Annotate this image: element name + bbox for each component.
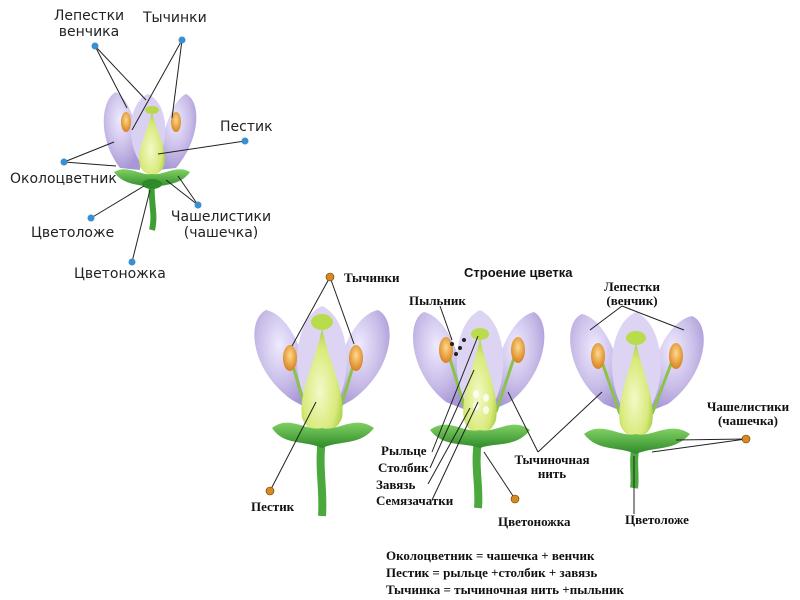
formula-stamen: Тычинка = тычиночная нить +пыльник	[386, 582, 624, 597]
flower-1-stigma	[145, 106, 159, 114]
flower-2c	[570, 312, 704, 489]
flower-2c-sepals	[584, 428, 690, 454]
flower-2b-petal-left	[413, 312, 467, 410]
label-stamens-1: Тычинки	[143, 10, 207, 26]
flower-1-anther-left	[121, 112, 131, 132]
flower-2b	[413, 310, 545, 509]
label-pedicel-1: Цветоножка	[74, 266, 166, 282]
flower-2a	[254, 306, 390, 517]
flower-2b-pollen	[450, 338, 466, 356]
label-style-2: Столбик	[378, 460, 429, 475]
formula-pistil: Пестик = рыльце +столбик + завязь	[386, 565, 598, 580]
flower-1-petal-right	[158, 94, 197, 170]
label-petals-2: Лепестки (венчик)	[604, 279, 660, 308]
flower-2a-petal-left	[254, 310, 311, 410]
flower-2a-pistil	[301, 328, 343, 433]
formula-perianth: Околоцветник = чашечка + венчик	[386, 548, 595, 563]
label-pistil-1: Пестик	[220, 119, 273, 135]
label-pedicel-2: Цветоножка	[498, 514, 571, 529]
flower-1-receptacle	[142, 179, 162, 189]
flower-2-leaders	[269, 276, 747, 514]
flower-1-leaders	[63, 39, 246, 263]
label-anther-2: Пыльник	[409, 293, 466, 308]
label-ovules-2: Семязачатки	[376, 493, 454, 508]
flower-1-anther-right	[171, 112, 181, 132]
label-stamens-2: Тычинки	[344, 270, 400, 285]
flower-1-pistil	[139, 112, 165, 175]
flower-2b-sepals	[430, 424, 530, 448]
flower-1-stem	[148, 181, 157, 231]
label-petals-1: Лепестки венчика	[53, 8, 125, 40]
flower-2-leader-dots	[265, 272, 751, 504]
flower-1-petal-left	[103, 92, 141, 170]
flower-2a-sepals	[272, 422, 374, 448]
label-sepals-2: Чашелистики (чашечка)	[706, 399, 790, 428]
flower-1-leader-dots	[60, 36, 249, 266]
label-ovary-2: Завязь	[376, 477, 416, 492]
label-receptacle-1: Цветоложе	[31, 225, 115, 241]
label-sepals-1: Чашелистики (чашечка)	[170, 209, 272, 241]
label-filament-2: Тычиночная нить	[514, 452, 590, 481]
label-perianth-1: Околоцветник	[10, 171, 117, 187]
label-pistil-2: Пестик	[251, 499, 295, 514]
diagram-2-title: Строение цветка	[464, 265, 573, 280]
label-stigma-2: Рыльце	[381, 443, 427, 458]
label-receptacle-2: Цветоложе	[625, 512, 689, 527]
